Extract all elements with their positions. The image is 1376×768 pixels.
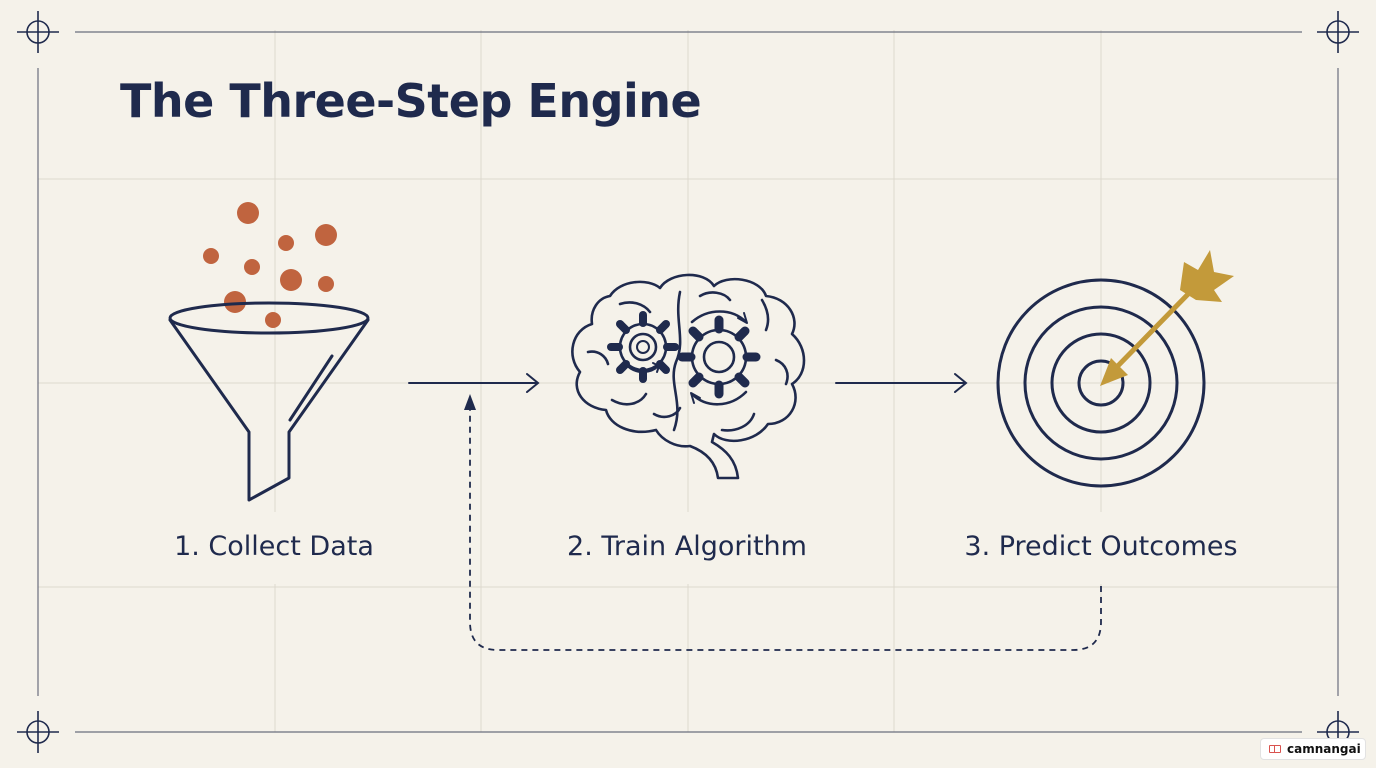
brand-badge-text: camnangai: [1287, 742, 1361, 756]
feedback-loop-arrow: [464, 394, 1102, 651]
step-label-collect-data: 1. Collect Data: [174, 531, 374, 562]
funnel-icon: [168, 202, 370, 502]
corner-marks: [17, 11, 1359, 753]
data-dots: [203, 202, 337, 328]
step-label-train-algorithm: 2. Train Algorithm: [567, 531, 807, 562]
background-grid: [38, 30, 1338, 732]
gear-icon: [677, 315, 761, 399]
brain-gears-icon: [571, 273, 806, 480]
book-icon: [1269, 745, 1281, 753]
arrow-step2-to-step3: [835, 373, 968, 393]
arrow-step1-to-step2: [408, 373, 540, 393]
page-title: The Three-Step Engine: [120, 74, 702, 128]
gear-icon: [607, 311, 679, 383]
target-icon: [996, 250, 1234, 488]
brain-outline: [571, 273, 806, 480]
crosshair-icon: [17, 711, 59, 753]
crosshair-icon: [1317, 11, 1359, 53]
step-label-predict-outcomes: 3. Predict Outcomes: [964, 531, 1238, 562]
brain-midline: [672, 290, 682, 432]
arrow-in-target: [1100, 250, 1234, 386]
crosshair-icon: [17, 11, 59, 53]
frame-border: [37, 31, 1339, 733]
brand-badge[interactable]: camnangai: [1260, 738, 1366, 760]
